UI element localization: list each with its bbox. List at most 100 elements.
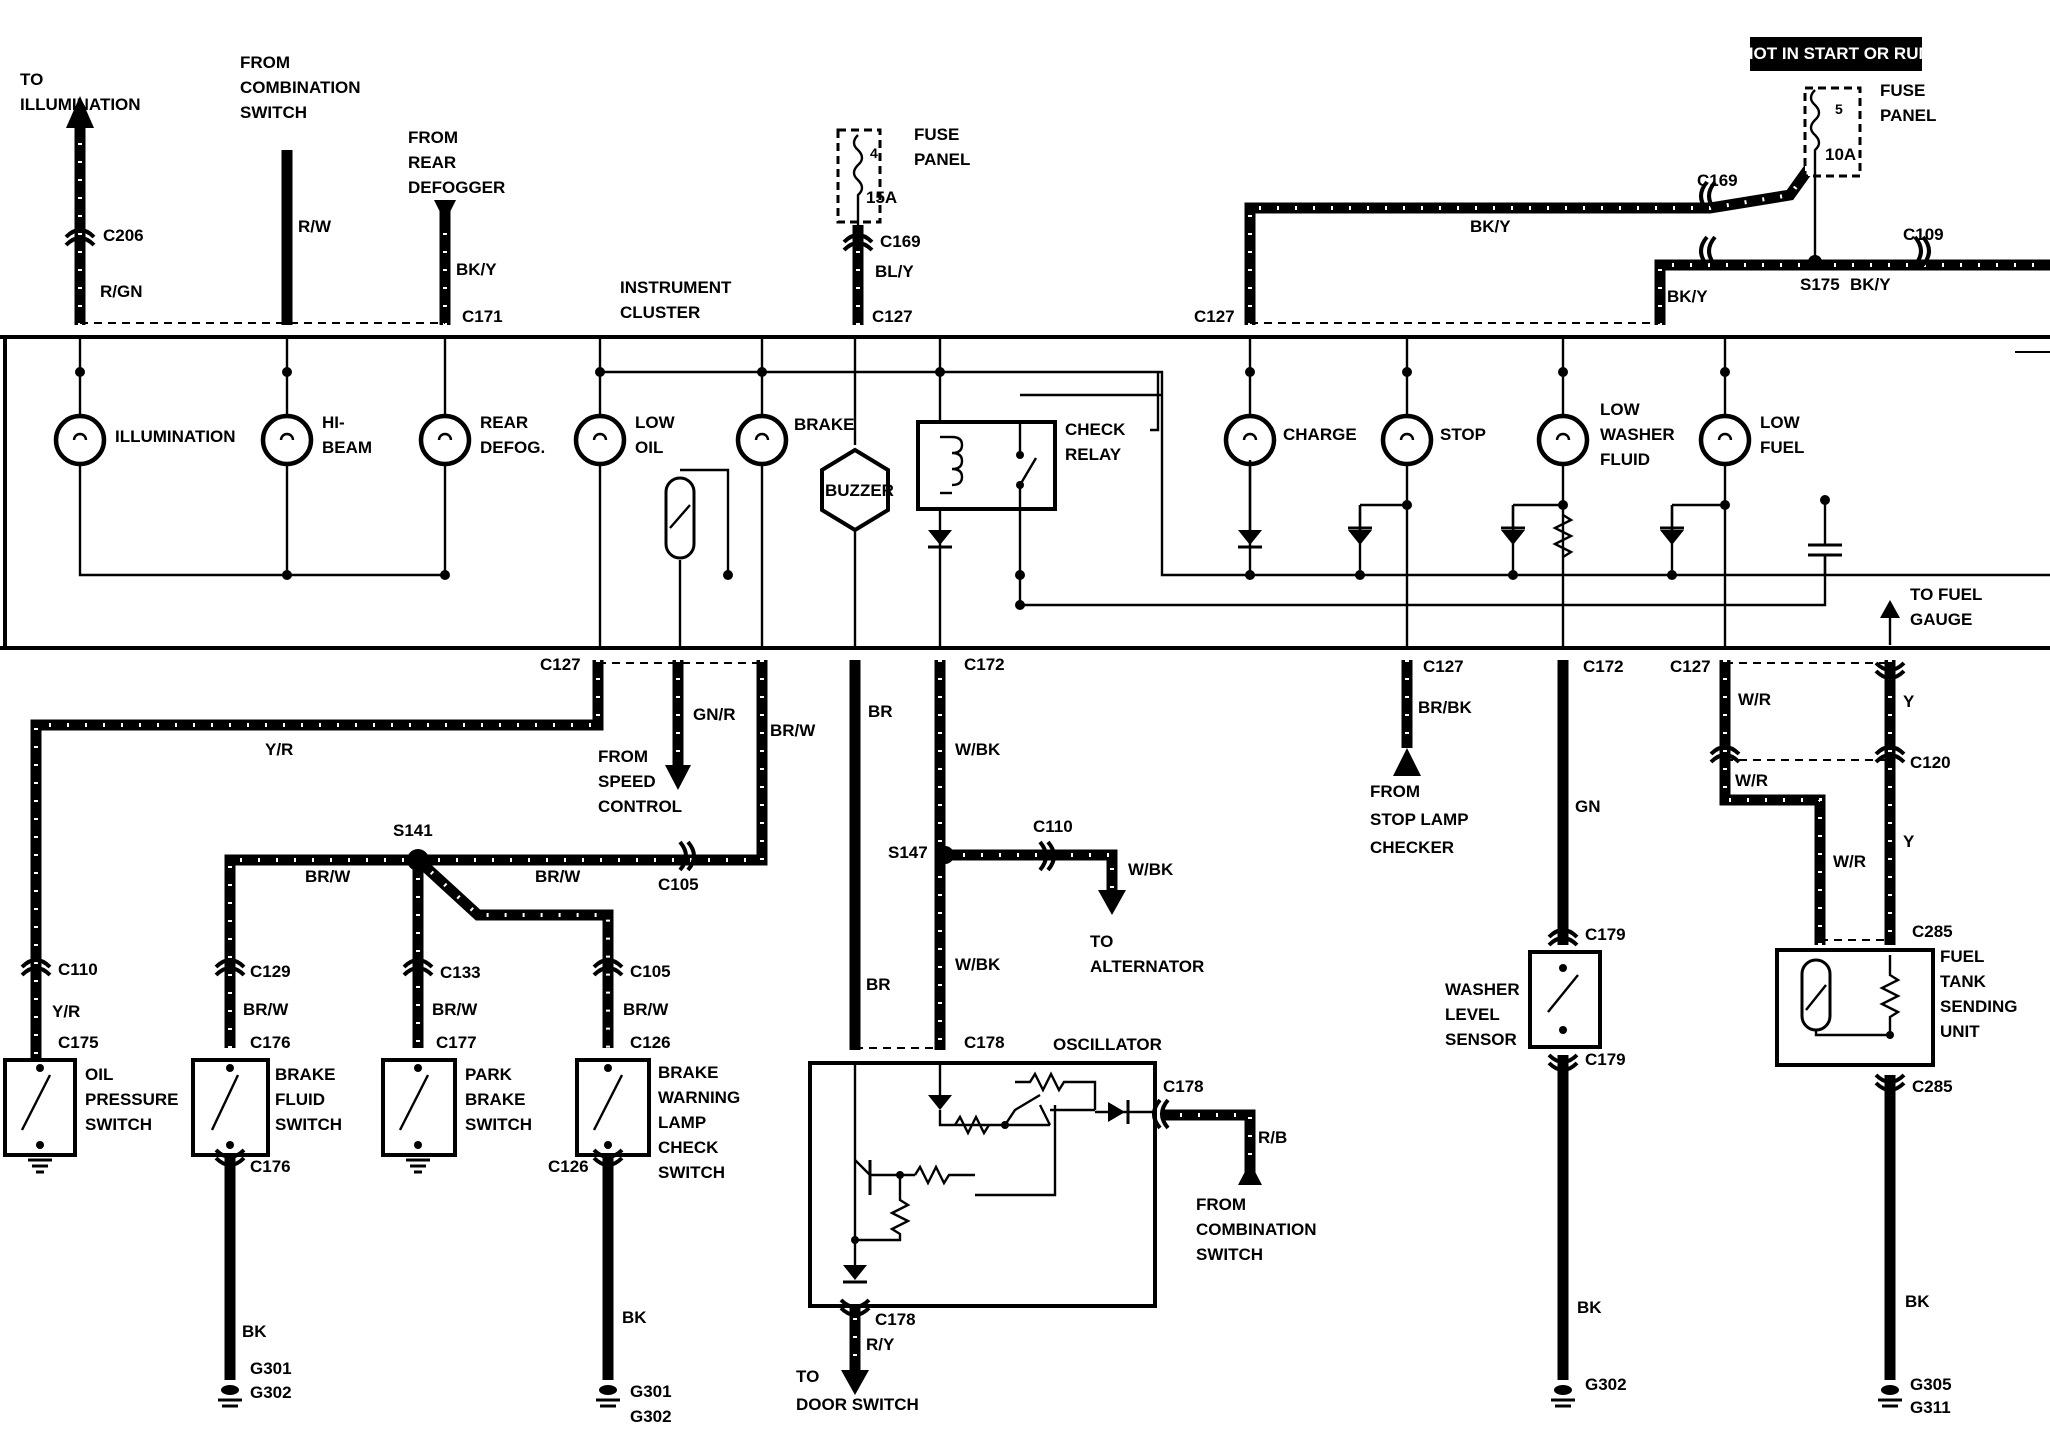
label-from-defogger-1: FROM [408, 128, 458, 147]
connector-c109: C109 [1903, 225, 1944, 244]
label-park-brake-3: SWITCH [465, 1115, 532, 1134]
arrow-from-comb-switch [1238, 1162, 1262, 1185]
connector-labels: C206 C171 C169 C127 C169 C127 C109 S175 … [58, 171, 1953, 1426]
wire-brw-c105 [414, 855, 614, 1048]
label-fuse-panel-5-1: FUSE [1880, 81, 1925, 100]
wire-label-brw3: BR/W [535, 867, 581, 886]
label-stop-lamp-checker-1: FROM [1370, 782, 1420, 801]
label-oil-pressure-3: SWITCH [85, 1115, 152, 1134]
label-bwl-check-4: CHECK [658, 1138, 719, 1157]
label-to-fuel-gauge-2: GAUGE [1910, 610, 1972, 629]
wire-label-br2: BR [866, 975, 891, 994]
arrow-to-door-switch [841, 1370, 869, 1395]
label-from-comb-3: SWITCH [240, 103, 307, 122]
splice-s147 [936, 846, 954, 864]
label-washer-sensor-2: LEVEL [1445, 1005, 1500, 1024]
label-check-relay-2: RELAY [1065, 445, 1122, 464]
connector-c176a: C176 [250, 1033, 291, 1052]
wire-label-yr1: Y/R [265, 740, 293, 759]
wire-label-bk1: BK [242, 1322, 267, 1341]
wire-label-brbk: BR/BK [1418, 698, 1473, 717]
check-relay-icon [916, 420, 1057, 511]
label-from-comb-bottom-3: SWITCH [1196, 1245, 1263, 1264]
connector-c176b: C176 [250, 1157, 291, 1176]
connector-c179a: C179 [1585, 925, 1626, 944]
label-fuel-tank-4: UNIT [1940, 1022, 1980, 1041]
label-fuse-panel-5-2: PANEL [1880, 106, 1936, 125]
fuse-5-icon [1803, 86, 1862, 269]
wire-label-br1: BR [868, 702, 893, 721]
wire-label-y1: Y [1903, 692, 1915, 711]
wire-label-brw2: BR/W [305, 867, 351, 886]
brake-fluid-switch-icon [191, 1058, 270, 1157]
fuse4-number: 4 [870, 145, 878, 161]
label-to-fuel-gauge-1: TO FUEL [1910, 585, 1982, 604]
label-check-relay-1: CHECK [1065, 420, 1126, 439]
wire-label-bk2: BK [622, 1308, 647, 1327]
label-to-illumination-1: TO [20, 70, 43, 89]
connector-c178c: C178 [875, 1310, 916, 1329]
ground-g301b: G301 [630, 1382, 672, 1401]
label-bwl-check-1: BRAKE [658, 1063, 718, 1082]
splices [407, 846, 954, 871]
wire-label-bky4: BK/Y [1850, 275, 1891, 294]
label-bwl-check-3: LAMP [658, 1113, 706, 1132]
label-washer-sensor-3: SENSOR [1445, 1030, 1517, 1049]
wire-label-wbk2: W/BK [1128, 860, 1174, 879]
label-to-alternator-2: ALTERNATOR [1090, 957, 1204, 976]
junction-dots [75, 367, 1830, 610]
rear-defog-lamp-icon [418, 413, 472, 467]
hi-beam-lamp-icon [260, 413, 314, 467]
connector-c172a: C172 [964, 655, 1005, 674]
buzzer-icon [820, 447, 890, 533]
lamp-label-low-oil-1: LOW [635, 413, 676, 432]
label-to-alternator-1: TO [1090, 932, 1113, 951]
connector-c177: C177 [436, 1033, 477, 1052]
label-instrument-cluster-1: INSTRUMENT [620, 278, 732, 297]
stop-lamp-icon [1380, 413, 1434, 467]
ground-icon [596, 1385, 620, 1408]
diodes [928, 460, 1684, 549]
label-to-door-switch-1: TO [796, 1367, 819, 1386]
text-labels: TO ILLUMINATION FROM COMBINATION SWITCH … [20, 53, 2017, 1414]
label-stop-lamp-checker-3: CHECKER [1370, 838, 1454, 857]
low-washer-fluid-lamp-icon [1536, 413, 1590, 467]
fuse-4-icon [836, 128, 882, 225]
indicator-lamps [53, 413, 1752, 467]
hot-in-start-or-run-banner [1750, 37, 1922, 71]
wire-arrowheads [66, 96, 1900, 1395]
ground-icon [218, 1385, 242, 1408]
wire-label-wr1: W/R [1738, 690, 1771, 709]
label-from-speed-3: CONTROL [598, 797, 682, 816]
arrow-to-illumination [66, 96, 94, 128]
arrow-from-stop-lamp-checker [1393, 748, 1421, 776]
oscillator-icon [808, 1061, 1157, 1308]
connector-chevrons [20, 180, 1931, 1317]
splice-s141 [407, 849, 429, 871]
striped-wire-inner [34, 135, 2050, 1375]
arrow-from-speed-control [665, 765, 691, 790]
wire-label-yr2: Y/R [52, 1002, 80, 1021]
lamp-label-illumination: ILLUMINATION [115, 427, 236, 446]
lamp-label-washer-3: FLUID [1600, 450, 1650, 469]
fuse5-number: 5 [1835, 101, 1843, 117]
connector-c133: C133 [440, 963, 481, 982]
connector-c127e: C127 [1670, 657, 1711, 676]
label-park-brake-1: PARK [465, 1065, 513, 1084]
connector-c126a: C126 [630, 1033, 671, 1052]
connector-c127a: C127 [872, 307, 913, 326]
connector-c285a: C285 [1912, 922, 1953, 941]
wire-label-bk3: BK [1577, 1298, 1602, 1317]
label-to-door-switch-2: DOOR SWITCH [796, 1395, 919, 1414]
label-from-comb-1: FROM [240, 53, 290, 72]
connector-c171: C171 [462, 307, 503, 326]
diode-icon [1501, 526, 1525, 545]
connector-c169b: C169 [1697, 171, 1738, 190]
lamp-label-washer-2: WASHER [1600, 425, 1675, 444]
connector-c175: C175 [58, 1033, 99, 1052]
label-fuse-panel-4-2: PANEL [914, 150, 970, 169]
connector-c127b: C127 [1194, 307, 1235, 326]
connector-c169a: C169 [880, 232, 921, 251]
label-from-defogger-3: DEFOGGER [408, 178, 505, 197]
